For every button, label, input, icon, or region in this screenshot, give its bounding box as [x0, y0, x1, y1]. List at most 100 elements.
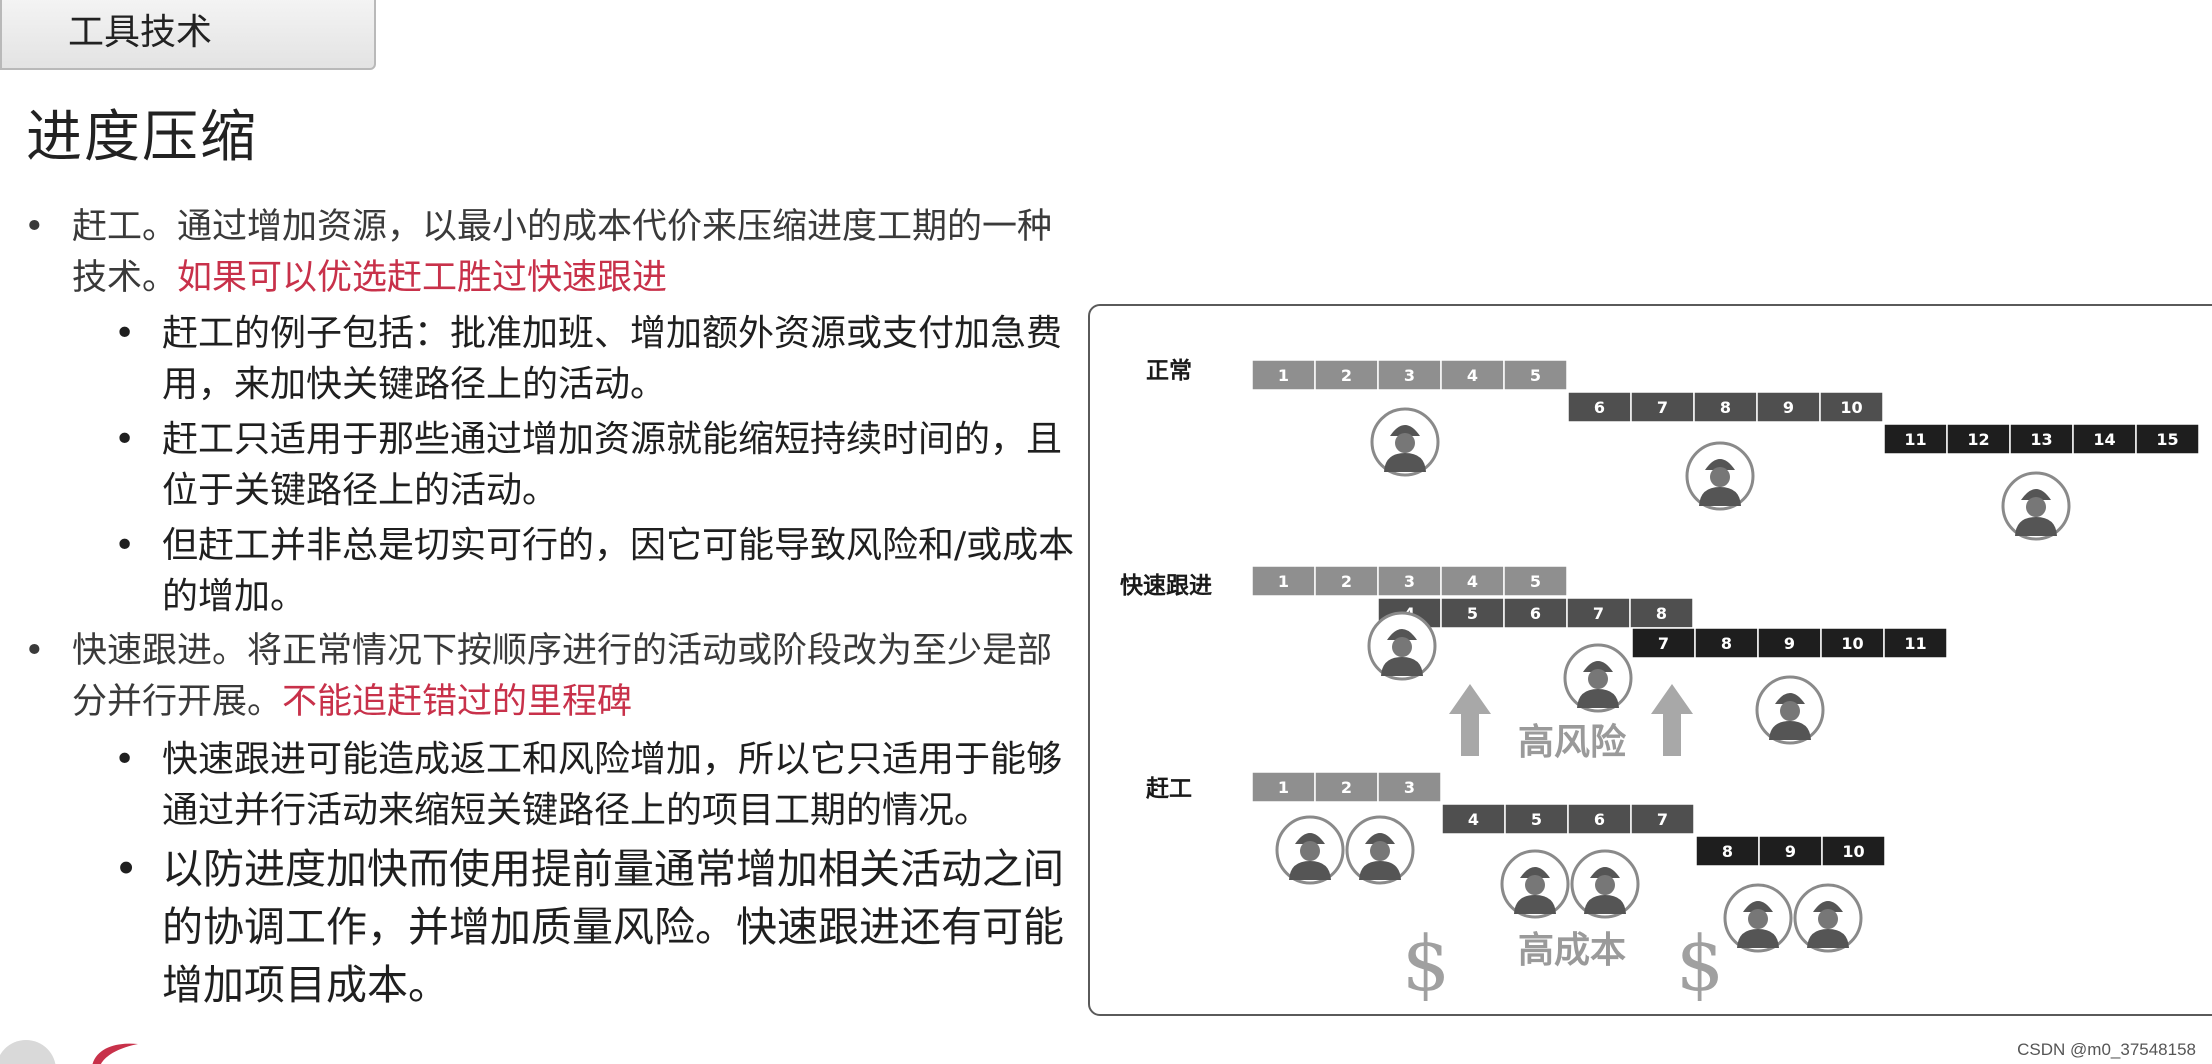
activity-cell — [1503, 597, 1568, 629]
activity-cell — [1630, 803, 1695, 835]
bullet-crash-highlight: 如果可以优选赶工胜过快速跟进 — [177, 258, 668, 298]
worker-body — [1699, 487, 1741, 506]
worker-body — [1359, 861, 1401, 880]
activity-cell — [1567, 803, 1632, 835]
activity-number: 12 — [1967, 430, 1989, 449]
activity-cell — [1314, 359, 1379, 391]
bullet-crash-text: 赶工。通过增加资源，以最小的成本代价来压缩进度工期的一种技术。 — [72, 207, 1053, 298]
activity-number: 7 — [1593, 604, 1604, 623]
worker-head — [2026, 497, 2046, 517]
row-label: 快速跟进 — [1120, 572, 1212, 599]
worker-helmet — [1387, 629, 1417, 640]
activity-cell — [1503, 565, 1568, 597]
activity-number: 13 — [2030, 430, 2052, 449]
worker-icon — [1275, 815, 1345, 885]
activity-number: 4 — [1467, 366, 1478, 385]
activity-cell — [1377, 565, 1442, 597]
worker-helmet — [1813, 901, 1843, 912]
activity-number: 14 — [2093, 430, 2115, 449]
schedule-diagram: 正常123456789101112131415快速跟进1234545678789… — [1120, 358, 2200, 1008]
worker-helmet — [1590, 867, 1620, 878]
activity-number: 5 — [1530, 366, 1541, 385]
activity-number: 5 — [1531, 810, 1542, 829]
activity-cell — [2135, 423, 2200, 455]
worker-icon — [1570, 849, 1640, 919]
worker-body — [2015, 517, 2057, 536]
worker-head — [1588, 669, 1608, 689]
activity-number: 6 — [1594, 398, 1605, 417]
bullet-crash: • 赶工。通过增加资源，以最小的成本代价来压缩进度工期的一种技术。如果可以优选赶… — [22, 202, 1082, 304]
watermark: CSDN @m0_37548158 — [2017, 1040, 2196, 1059]
worker-body — [1384, 453, 1426, 472]
bullet-dot: • — [24, 207, 45, 247]
sub-bullet-text: 赶工只适用于那些通过增加资源就能缩短持续时间的，且位于关键路径上的活动。 — [162, 419, 1063, 511]
activity-number: 7 — [1658, 634, 1669, 653]
activity-cell — [1756, 391, 1821, 423]
section-tab[interactable]: 工具技术 — [0, 0, 376, 70]
worker-helmet — [1520, 867, 1550, 878]
worker-body — [1584, 895, 1626, 914]
worker-head — [1525, 875, 1545, 895]
worker-icon — [1345, 815, 1415, 885]
activity-number: 5 — [1467, 604, 1478, 623]
activity-number: 4 — [1467, 572, 1478, 591]
activity-number: 3 — [1404, 572, 1415, 591]
bullet-fast-track: • 快速跟进。将正常情况下按顺序进行的活动或阶段改为至少是部分并行开展。不能追赶… — [22, 626, 1082, 728]
activity-number: 5 — [1530, 572, 1541, 591]
worker-head — [1748, 909, 1768, 929]
worker-head — [1395, 433, 1415, 453]
sub-bullet-text: 以防进度加快而使用提前量通常增加相关活动之间的协调工作，并增加质量风险。快速跟进… — [162, 845, 1064, 1009]
activity-cell — [1757, 627, 1822, 659]
bullet-dot: • — [114, 313, 136, 354]
worker-head — [1392, 637, 1412, 657]
activity-number: 10 — [1840, 398, 1862, 417]
activity-bar: 1 2 3 — [1251, 771, 1442, 803]
activity-number: 9 — [1783, 398, 1794, 417]
worker-icon — [2001, 471, 2071, 541]
worker-icon — [1563, 643, 1633, 713]
worker-icon — [1370, 407, 1440, 477]
activity-cell — [1440, 597, 1505, 629]
bullet-content: • 赶工。通过增加资源，以最小的成本代价来压缩进度工期的一种技术。如果可以优选赶… — [22, 202, 1082, 1014]
page-title: 进度压缩 — [26, 105, 258, 170]
activity-number: 8 — [1720, 398, 1731, 417]
activity-number: 8 — [1656, 604, 1667, 623]
worker-icon — [1793, 883, 1863, 953]
sub-bullet-text: 赶工的例子包括：批准加班、增加额外资源或支付加急费用，来加快关键路径上的活动。 — [162, 313, 1063, 405]
activity-cell — [1251, 359, 1316, 391]
bullet-fast-text: 快速跟进。将正常情况下按顺序进行的活动或阶段改为至少是部分并行开展。 — [72, 631, 1053, 722]
activity-number: 9 — [1784, 634, 1795, 653]
activity-number: 3 — [1404, 366, 1415, 385]
worker-helmet — [1390, 425, 1420, 436]
activity-number: 10 — [1842, 842, 1864, 861]
activity-cell — [1314, 565, 1379, 597]
bullet-dot: • — [24, 631, 45, 671]
activity-cell — [1566, 597, 1631, 629]
activity-cell — [1819, 391, 1884, 423]
worker-body — [1514, 895, 1556, 914]
row-label: 正常 — [1146, 358, 1192, 384]
activity-number: 3 — [1404, 778, 1415, 797]
dollar-icon: $ — [1402, 919, 1450, 1008]
activity-number: 2 — [1341, 778, 1352, 797]
activity-number: 1 — [1278, 366, 1289, 385]
row-label: 赶工 — [1146, 776, 1192, 802]
worker-body — [1737, 929, 1779, 948]
worker-helmet — [1705, 459, 1735, 470]
worker-body — [1577, 689, 1619, 708]
activity-number: 6 — [1530, 604, 1541, 623]
worker-icon — [1755, 675, 1825, 745]
activity-number: 6 — [1594, 810, 1605, 829]
logo-mark — [0, 1040, 138, 1064]
activity-cell — [1440, 359, 1505, 391]
activity-number: 1 — [1278, 778, 1289, 797]
sub-bullet: • 以防进度加快而使用提前量通常增加相关活动之间的协调工作，并增加质量风险。快速… — [22, 840, 1082, 1014]
bullet-dot: • — [114, 419, 136, 460]
sub-bullet: • 赶工的例子包括：批准加班、增加额外资源或支付加急费用，来加快关键路径上的活动… — [22, 308, 1082, 410]
activity-number: 10 — [1841, 634, 1863, 653]
